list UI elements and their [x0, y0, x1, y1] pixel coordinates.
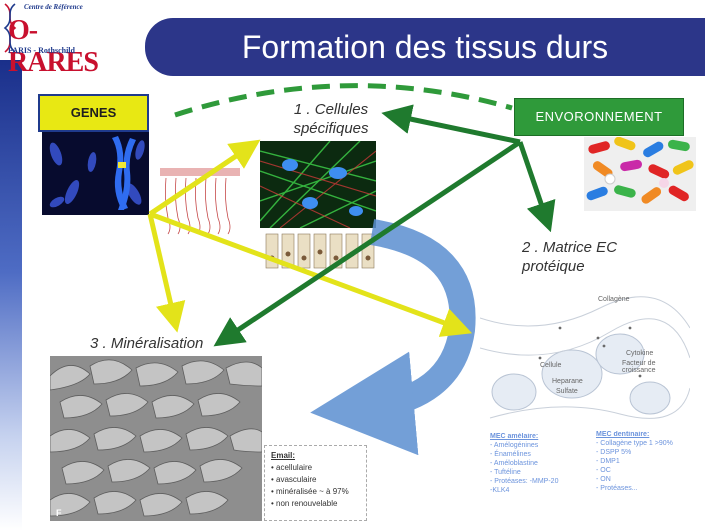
mec-amelaire-line: - Améloblastine [490, 460, 538, 467]
mec-amelaire-title: MEC amélaire: [490, 433, 539, 440]
step-matrix-label: 2 . Matrice EC protéique [522, 238, 642, 276]
cycle-arrow [310, 219, 476, 456]
step-matrix-line2: protéique [522, 258, 585, 275]
mec-amelaire-line: - Amélogénines [490, 442, 539, 449]
matrix-label-sulfate: Sulfate [556, 388, 578, 395]
step-matrix-line1: 2 . Matrice EC [522, 239, 618, 256]
mec-dentinaire-line: - DMP1 [596, 458, 620, 465]
email-item: • acellulaire [271, 463, 313, 472]
genes-environment-link [174, 83, 513, 118]
mec-dentinaire: MEC dentinaire: - Collagène type 1 >90% … [596, 430, 696, 493]
matrix-label-growth-factor: Facteur de croissance [622, 360, 656, 374]
logo-city: PARIS - Rothschild [8, 46, 75, 55]
mec-amelaire: MEC amélaire: - Amélogénines - Énaméline… [490, 432, 590, 495]
mec-dentinaire-line: - OC [596, 467, 611, 474]
extracellular-matrix-image: Collagène Cytokine Facteur de croissance… [480, 288, 690, 428]
env-to-mineralisation-arrow [213, 139, 522, 347]
matrix-label-cytokine: Cytokine [626, 350, 654, 357]
email-box: Email: • acellulaire • avasculaire • min… [264, 445, 367, 521]
step-cells-line2: spécifiques [293, 120, 369, 137]
mec-dentinaire-line: - Protéases... [596, 485, 638, 492]
mec-amelaire-line: - Tuftéline [490, 469, 521, 476]
logo-subtitle: Centre de Référence [24, 3, 83, 11]
email-item: • avasculaire [271, 475, 317, 484]
side-band [0, 60, 22, 531]
pills-image [584, 137, 696, 211]
genes-to-mineralisation-arrow [147, 213, 186, 333]
slide-title: Formation des tissus durs [241, 29, 609, 65]
mec-amelaire-line: - Énamélines [490, 451, 531, 458]
email-title: Email: [271, 451, 296, 460]
mec-dentinaire-title: MEC dentinaire: [596, 431, 650, 438]
step-cells-label: 1 . Cellules spécifiques [276, 100, 386, 138]
mec-dentinaire-line: - Collagène type 1 >90% [596, 440, 673, 447]
matrix-label-heparan: Heparane [552, 378, 583, 385]
matrix-label-collagen: Collagène [598, 296, 630, 303]
mec-amelaire-line: -KLK4 [490, 487, 510, 494]
mec-amelaire-line: - Protéases: -MMP-20 [490, 478, 559, 485]
enamel-sem-image [50, 356, 262, 521]
genes-box: GENES [38, 94, 149, 132]
email-item: • non renouvelable [271, 499, 338, 508]
step-cells-line1: 1 . Cellules [293, 101, 369, 118]
genes-to-cells-arrow [148, 139, 261, 217]
email-item: • minéralisée ~ à 97% [271, 487, 349, 496]
title-bar: Formation des tissus durs [145, 18, 705, 76]
cells-image [260, 141, 376, 228]
env-to-cells-arrow [381, 104, 521, 145]
mec-dentinaire-line: - DSPP 5% [596, 449, 632, 456]
logo: Centre de Référence O-RARES PARIS - Roth… [2, 2, 122, 78]
step-mineralisation-label: 3 . Minéralisation [90, 335, 204, 352]
scale-label: F [56, 508, 62, 518]
matrix-label-cell: Cellule [540, 362, 562, 369]
chromosome-image [42, 132, 149, 215]
environment-box: ENVORONNEMENT [514, 98, 684, 136]
dna-icon [3, 3, 17, 53]
env-to-matrix-arrow [517, 141, 556, 233]
logo-name: O-RARES [8, 15, 99, 78]
genes-to-matrix-arrow [149, 211, 473, 337]
mec-dentinaire-line: - ON [596, 476, 611, 483]
